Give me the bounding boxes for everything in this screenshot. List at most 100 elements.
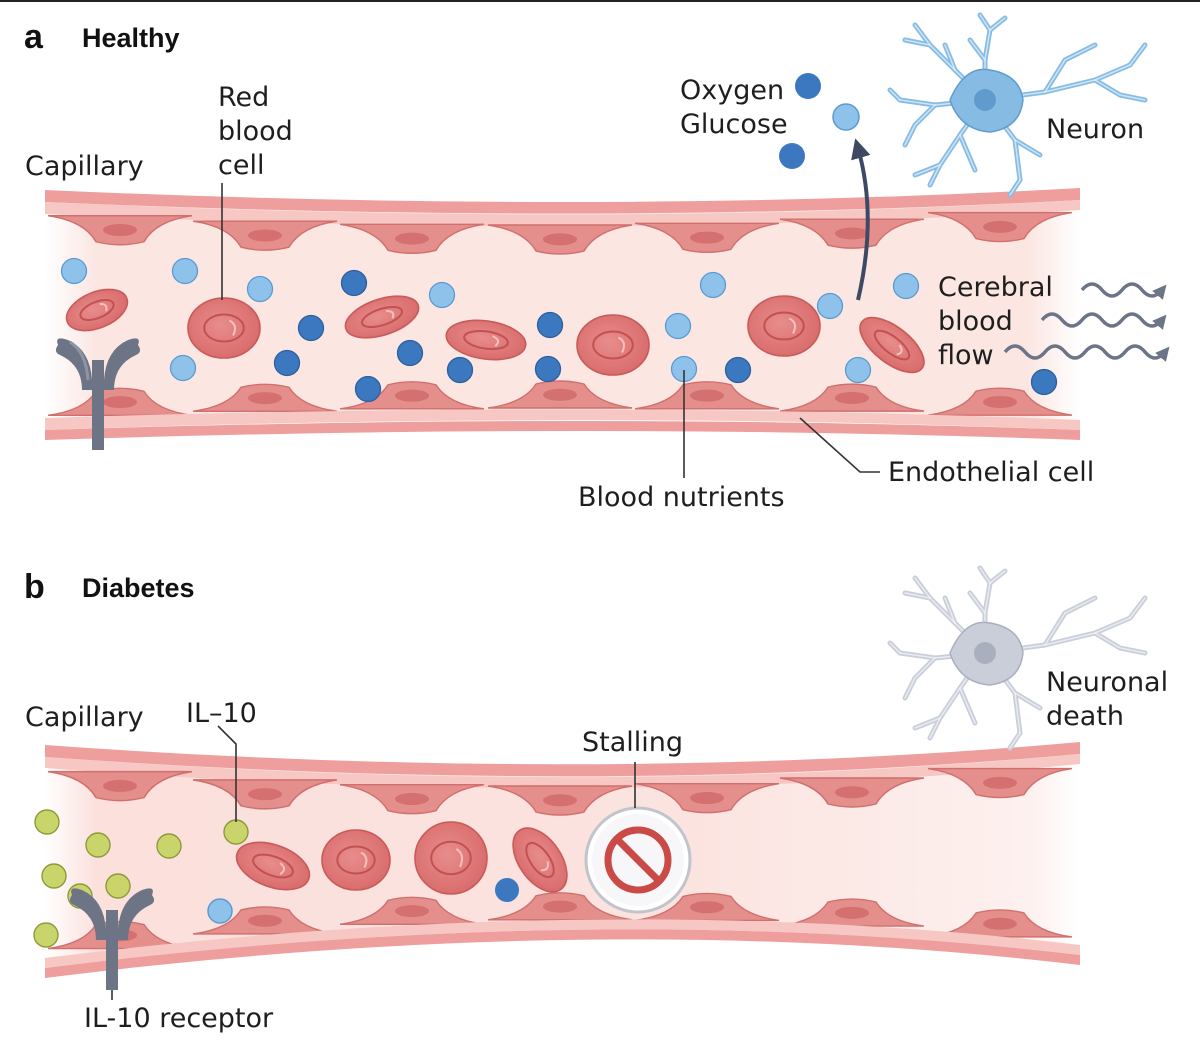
glucose-molecule bbox=[60, 257, 88, 285]
glucose-label: Glucose bbox=[680, 109, 788, 140]
red-blood-cell-label-line2: blood bbox=[218, 116, 293, 147]
neuron-dendrite-highlight bbox=[1014, 139, 1041, 156]
nutrient-uptake-arrow bbox=[851, 138, 871, 301]
red-blood-cell bbox=[576, 314, 650, 376]
oxygen-molecule bbox=[446, 356, 474, 384]
panel-b: b Diabetes bbox=[24, 565, 1168, 1034]
rbc-center bbox=[79, 299, 115, 321]
neuron-label: Neuron bbox=[1046, 114, 1144, 145]
glucose-molecule bbox=[428, 281, 456, 309]
panel-b-title: Diabetes bbox=[82, 573, 195, 603]
endothelial-nucleus bbox=[248, 914, 282, 927]
red-blood-cell bbox=[512, 827, 568, 893]
capillary-label-b: Capillary bbox=[25, 702, 144, 733]
blood-nutrient-dots bbox=[60, 257, 1058, 403]
rbc-center bbox=[763, 311, 805, 341]
neuron-dendrite-highlight bbox=[1094, 632, 1146, 654]
neuron-dendrite-highlight bbox=[1094, 79, 1146, 101]
il10-molecule bbox=[85, 832, 111, 858]
neuronal-death-label-line1: Neuronal bbox=[1046, 667, 1168, 698]
neuron-dendrite-highlight bbox=[904, 39, 931, 46]
rbc-center bbox=[463, 329, 509, 351]
stalling-no-entry-icon bbox=[584, 806, 692, 914]
neuron-dendrite-highlight bbox=[979, 14, 991, 31]
rbc-center bbox=[360, 305, 404, 329]
neuron-dying-icon bbox=[887, 565, 1148, 751]
neuron-dendrite-highlight bbox=[1044, 44, 1096, 93]
oxygen-molecule bbox=[354, 375, 382, 403]
endothelial-nucleus bbox=[543, 900, 577, 913]
glucose-molecule bbox=[832, 103, 860, 131]
glucose-molecule bbox=[207, 898, 233, 924]
capillary-lumen bbox=[45, 196, 1080, 430]
rbc-highlight bbox=[360, 851, 368, 868]
red-blood-cell-label-line3: cell bbox=[218, 150, 264, 181]
panel-b-letter: b bbox=[24, 568, 45, 606]
cerebral-blood-flow-label-line2: blood bbox=[938, 306, 1013, 337]
rbc-body bbox=[445, 319, 527, 361]
red-blood-cell bbox=[859, 316, 925, 374]
rbc-center bbox=[252, 853, 294, 879]
neuron-dendrite-highlight bbox=[989, 17, 1006, 31]
neuron-dendrite-highlight bbox=[969, 592, 986, 614]
il10-molecule bbox=[34, 809, 60, 835]
neuron-nucleus bbox=[974, 89, 996, 111]
rbc-highlight bbox=[99, 303, 108, 312]
lower-vessel-wall-diabetes bbox=[45, 919, 1080, 978]
endothelial-nucleus bbox=[395, 793, 429, 806]
rbc-highlight bbox=[788, 317, 797, 334]
neuron-dendrite-highlight bbox=[889, 89, 901, 101]
endothelial-nucleus bbox=[983, 220, 1017, 233]
neuron-dendrite-highlight bbox=[904, 104, 936, 146]
endothelial-nucleus bbox=[103, 396, 137, 409]
cerebral-blood-flow-label-line1: Cerebral bbox=[938, 272, 1053, 303]
neuron-dendrite bbox=[1092, 630, 1148, 656]
rbc-body bbox=[344, 295, 420, 339]
glucose-molecule bbox=[699, 271, 727, 299]
endothelial-nucleus bbox=[248, 392, 282, 405]
rbc-center bbox=[592, 330, 634, 360]
rbc-body bbox=[512, 827, 568, 893]
endothelial-cell-label: Endothelial cell bbox=[888, 457, 1094, 488]
endothelial-cells-bottom bbox=[47, 380, 1073, 417]
rbc-center bbox=[203, 313, 245, 343]
rbc-center bbox=[336, 845, 376, 875]
rbc-body bbox=[235, 841, 311, 891]
endothelial-nucleus bbox=[690, 792, 724, 805]
endothelial-nucleus bbox=[690, 389, 724, 402]
red-blood-cell bbox=[445, 319, 527, 361]
il10-receptor-label: IL-10 receptor bbox=[84, 1003, 274, 1034]
oxygen-label: Oxygen bbox=[680, 75, 784, 106]
oxygen-molecule bbox=[297, 314, 325, 342]
rbc-highlight bbox=[896, 344, 903, 356]
rbc-body bbox=[321, 829, 391, 891]
capillary-label-a: Capillary bbox=[25, 151, 144, 182]
rbc-body bbox=[747, 295, 821, 357]
glucose-molecule bbox=[892, 272, 920, 300]
red-blood-cell bbox=[235, 841, 311, 891]
rbc-body bbox=[576, 314, 650, 376]
rbc-body bbox=[187, 297, 261, 359]
cerebral-blood-flow-label-line3: flow bbox=[938, 340, 994, 371]
endothelial-nucleus bbox=[835, 906, 869, 919]
red-blood-cell-label-line1: Red bbox=[218, 82, 269, 113]
endothelial-nucleus bbox=[543, 388, 577, 401]
cerebral-blood-flow-arrows bbox=[1003, 282, 1170, 362]
endothelial-cells-top-diabetes bbox=[47, 767, 1073, 816]
neuron-dendrite-highlight bbox=[1044, 597, 1096, 646]
neuron-dendrite bbox=[902, 655, 938, 701]
neuron-dendrite-highlight bbox=[904, 657, 936, 699]
oxygen-molecule bbox=[724, 356, 752, 384]
il10-leader bbox=[217, 725, 237, 822]
neuron-dendrite-highlight bbox=[959, 687, 976, 724]
endothelial-nucleus bbox=[248, 229, 282, 242]
red-blood-cell bbox=[187, 297, 261, 359]
endothelial-nucleus bbox=[543, 794, 577, 807]
glucose-molecule bbox=[844, 356, 872, 384]
red-blood-cell bbox=[321, 829, 391, 891]
neuron-dendrite-highlight bbox=[1014, 692, 1041, 709]
rbc-highlight bbox=[228, 319, 237, 336]
red-blood-cell bbox=[344, 295, 420, 339]
panel-a-letter: a bbox=[24, 18, 44, 56]
red-blood-cells bbox=[65, 288, 925, 376]
